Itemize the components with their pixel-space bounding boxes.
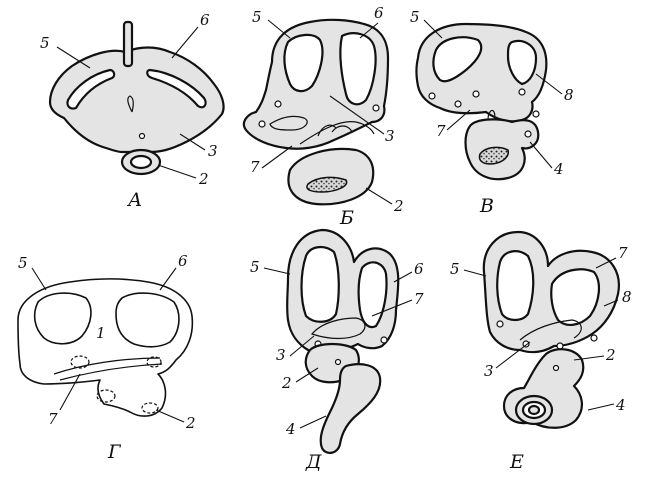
figure-e-letter: Е (509, 451, 524, 473)
figure-d-letter: Д (305, 451, 322, 473)
figure-a-leaders (56, 26, 206, 179)
figure-b-label-3: 3 (385, 127, 395, 145)
figure-b: 5 6 3 7 2 Б (242, 4, 404, 229)
figure-a-label-3: 3 (208, 142, 218, 160)
figure-d-drawing (286, 228, 400, 454)
figure-e: 5 7 8 3 2 4 Е (450, 230, 632, 473)
figure-d-label-7: 7 (414, 290, 424, 308)
figure-b-label-6: 6 (374, 4, 384, 22)
figure-g-drawing (17, 278, 194, 417)
figure-d-label-5: 5 (250, 258, 260, 276)
figure-d-label-6: 6 (414, 260, 424, 278)
figure-v-label-5: 5 (410, 8, 420, 26)
figure-g: 5 6 1 7 2 Г (17, 252, 196, 463)
figure-d-label-2: 2 (281, 374, 292, 392)
figure-b-letter: Б (339, 207, 354, 229)
figure-v-letter: В (479, 195, 494, 217)
figure-d-label-3: 3 (276, 346, 286, 364)
figure-a-label-6: 6 (200, 11, 210, 29)
figure-v-drawing (415, 22, 548, 181)
figure-g-label-7: 7 (48, 410, 58, 428)
figure-d-leaders (263, 267, 413, 429)
figure-e-label-2: 2 (605, 346, 616, 364)
figure-e-label-7: 7 (618, 244, 628, 262)
figure-b-label-7: 7 (250, 158, 260, 176)
figure-e-leaders (463, 257, 619, 411)
figure-g-label-5: 5 (18, 254, 28, 272)
figure-e-label-3: 3 (484, 362, 494, 380)
figure-g-label-2: 2 (185, 414, 196, 432)
figure-d-label-4: 4 (285, 420, 296, 438)
figure-g-label-1: 1 (96, 324, 106, 342)
figure-e-label-5: 5 (450, 260, 460, 278)
figure-e-label-8: 8 (622, 288, 632, 306)
figure-g-label-6: 6 (178, 252, 188, 270)
figure-a-label-5: 5 (40, 34, 50, 52)
figure-v-label-4: 4 (553, 160, 564, 178)
figure-g-letter: Г (107, 441, 122, 463)
figure-v-label-8: 8 (564, 86, 574, 104)
figure-v-leaders (423, 19, 563, 169)
figure-a-drawing (48, 20, 225, 176)
figure-e-drawing (482, 230, 620, 429)
figure-b-label-5: 5 (252, 8, 262, 26)
figure-b-leaders (261, 19, 393, 205)
figure-v-label-7: 7 (436, 122, 446, 140)
figure-a-letter: А (126, 189, 142, 211)
figure-e-label-4: 4 (615, 396, 626, 414)
figure-v: 5 8 7 4 В (410, 8, 574, 217)
figure-a: 5 6 3 2 А (40, 11, 225, 211)
figure-d: 5 6 7 3 2 4 Д (250, 228, 424, 473)
figure-b-drawing (242, 18, 390, 206)
figure-a-label-2: 2 (198, 170, 209, 188)
figure-g-leaders (31, 267, 185, 423)
figure-b-label-2: 2 (393, 197, 404, 215)
